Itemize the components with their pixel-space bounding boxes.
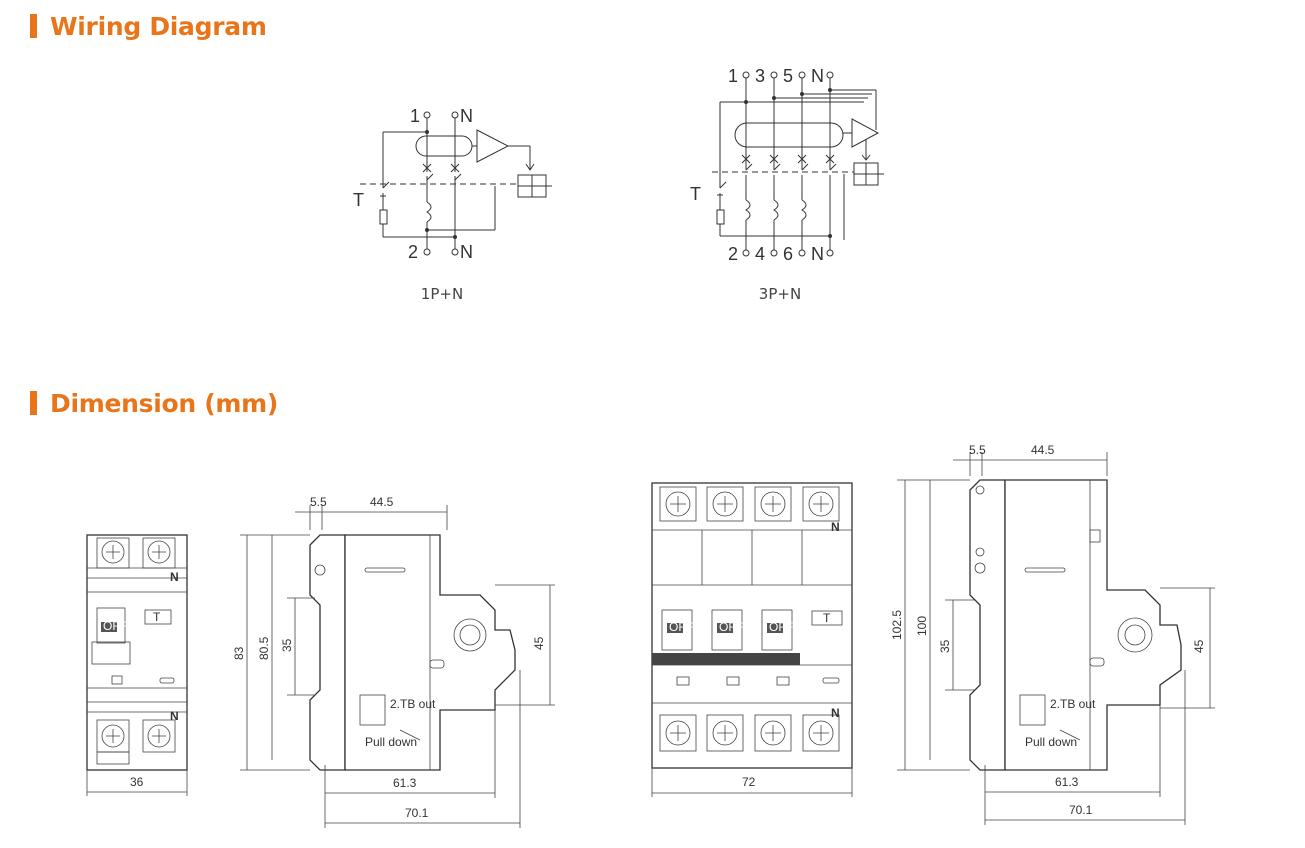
dimension-height-total: 102.5: [890, 610, 904, 640]
dimension-top-a: 5.5: [969, 443, 986, 457]
neutral-label: N: [170, 570, 179, 584]
dimension-top-b: 44.5: [1031, 443, 1055, 457]
terminal-label: 5: [783, 66, 793, 86]
terminal-label: 3: [755, 66, 765, 86]
tb-out-tag: 2.TB out: [1050, 697, 1096, 711]
terminal-label: 6: [783, 244, 793, 264]
dimension-front-height: 45: [1192, 639, 1206, 653]
wiring-diagram-1p-n: 1 N 2 N T: [353, 106, 552, 262]
wiring-diagram-title: Wiring Diagram: [50, 11, 267, 41]
test-button-label: T: [690, 184, 701, 204]
pull-down-tag: Pull down: [1025, 735, 1077, 749]
dimension-top-b: 44.5: [370, 495, 394, 509]
front-view-3p: OFF OFF OFF T N N 72: [651, 482, 853, 797]
test-button-label: T: [153, 610, 161, 624]
terminal-label: 2: [728, 244, 738, 264]
dimension-title: Dimension (mm): [50, 388, 279, 418]
heading-accent-bar: [30, 14, 37, 38]
test-button-label: T: [823, 611, 831, 625]
terminal-label: N: [460, 242, 473, 262]
side-view-1p: 2.TB out Pull down 5.5 44.5 83 80.5 35 4…: [232, 495, 555, 828]
front-view-1p: OFF T N N 36: [86, 534, 188, 796]
off-label: OFF: [719, 620, 743, 634]
width-dimension: 36: [130, 775, 144, 789]
terminal-label: 4: [755, 244, 765, 264]
off-label: OFF: [669, 620, 693, 634]
dimension-depth-a: 61.3: [393, 776, 417, 790]
terminal-label: N: [460, 106, 473, 126]
test-button-label: T: [353, 190, 364, 210]
neutral-label: N: [831, 520, 840, 534]
dimension-height-body: 100: [915, 616, 929, 636]
side-view-3p: 2.TB out Pull down 5.5 44.5 102.5 100 35…: [890, 443, 1215, 825]
terminal-label: 1: [410, 106, 420, 126]
wiring-caption-3p: 3P+N: [758, 285, 802, 303]
dimension-rail: 35: [938, 639, 952, 653]
dimension-height-total: 83: [232, 646, 246, 660]
neutral-label: N: [170, 709, 179, 723]
terminal-label: 2: [408, 242, 418, 262]
dimension-top-a: 5.5: [310, 495, 327, 509]
terminal-label: N: [811, 244, 824, 264]
wiring-diagram-heading: Wiring Diagram: [30, 10, 267, 42]
dimension-depth-b: 70.1: [405, 806, 429, 820]
terminal-label: N: [811, 66, 824, 86]
dimension-depth-a: 61.3: [1055, 775, 1079, 789]
dimension-height-body: 80.5: [257, 636, 271, 660]
dimension-depth-b: 70.1: [1069, 803, 1093, 817]
dimension-rail: 35: [280, 638, 294, 652]
wiring-diagram-3p-n: 1 3 5 N 2 4 6 N T: [690, 66, 884, 264]
neutral-label: N: [831, 706, 840, 720]
terminal-label: 1: [728, 66, 738, 86]
dimension-front-height: 45: [532, 636, 546, 650]
heading-accent-bar: [30, 391, 37, 415]
tb-out-tag: 2.TB out: [390, 697, 436, 711]
wiring-caption-1p: 1P+N: [420, 285, 464, 303]
off-label: OFF: [103, 619, 127, 633]
pull-down-tag: Pull down: [365, 735, 417, 749]
width-dimension: 72: [742, 775, 756, 789]
off-label: OFF: [769, 620, 793, 634]
dimension-heading: Dimension (mm): [30, 387, 278, 419]
